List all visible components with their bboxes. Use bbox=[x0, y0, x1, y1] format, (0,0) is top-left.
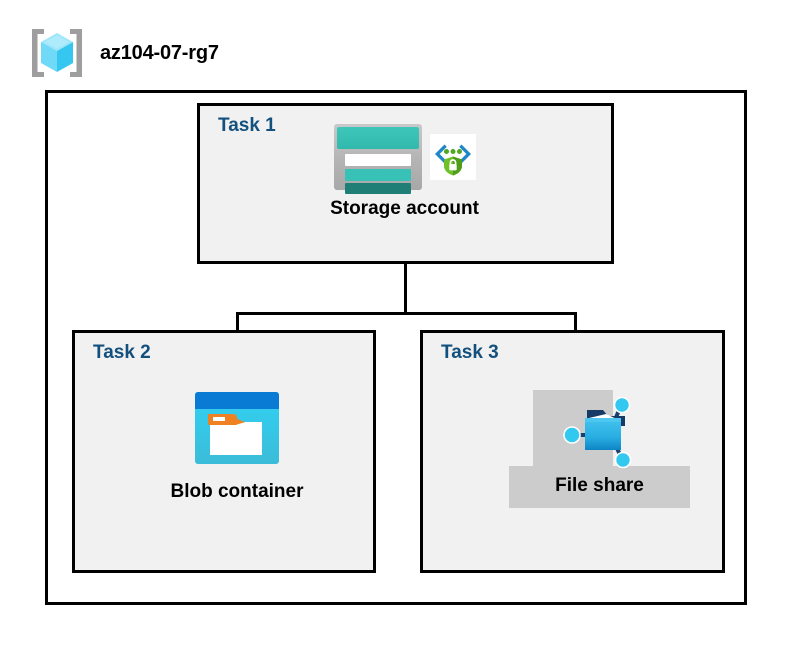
connector-bus bbox=[236, 312, 577, 315]
node-blob-container[interactable]: Blob container bbox=[142, 392, 332, 503]
storage-account-icon bbox=[333, 124, 422, 194]
file-share-icon bbox=[559, 388, 641, 470]
secure-endpoint-icon bbox=[429, 134, 476, 180]
file-share-label-highlight bbox=[509, 466, 690, 508]
storage-account-caption: Storage account bbox=[330, 198, 479, 219]
resource-group-header: az104-07-rg7 bbox=[28, 26, 219, 80]
blob-container-caption: Blob container bbox=[170, 481, 304, 502]
node-storage-account[interactable]: Storage account bbox=[287, 122, 522, 220]
task-1-label: Task 1 bbox=[218, 115, 276, 136]
resource-group-title: az104-07-rg7 bbox=[100, 41, 219, 64]
node-file-share[interactable]: File share bbox=[509, 388, 690, 497]
resource-group-cube-icon bbox=[28, 26, 86, 80]
task-2-label: Task 2 bbox=[93, 342, 151, 363]
task-3-label: Task 3 bbox=[441, 342, 499, 363]
blob-container-icon bbox=[195, 392, 279, 464]
file-share-caption: File share bbox=[555, 475, 644, 496]
storage-account-icon-group bbox=[333, 122, 476, 194]
